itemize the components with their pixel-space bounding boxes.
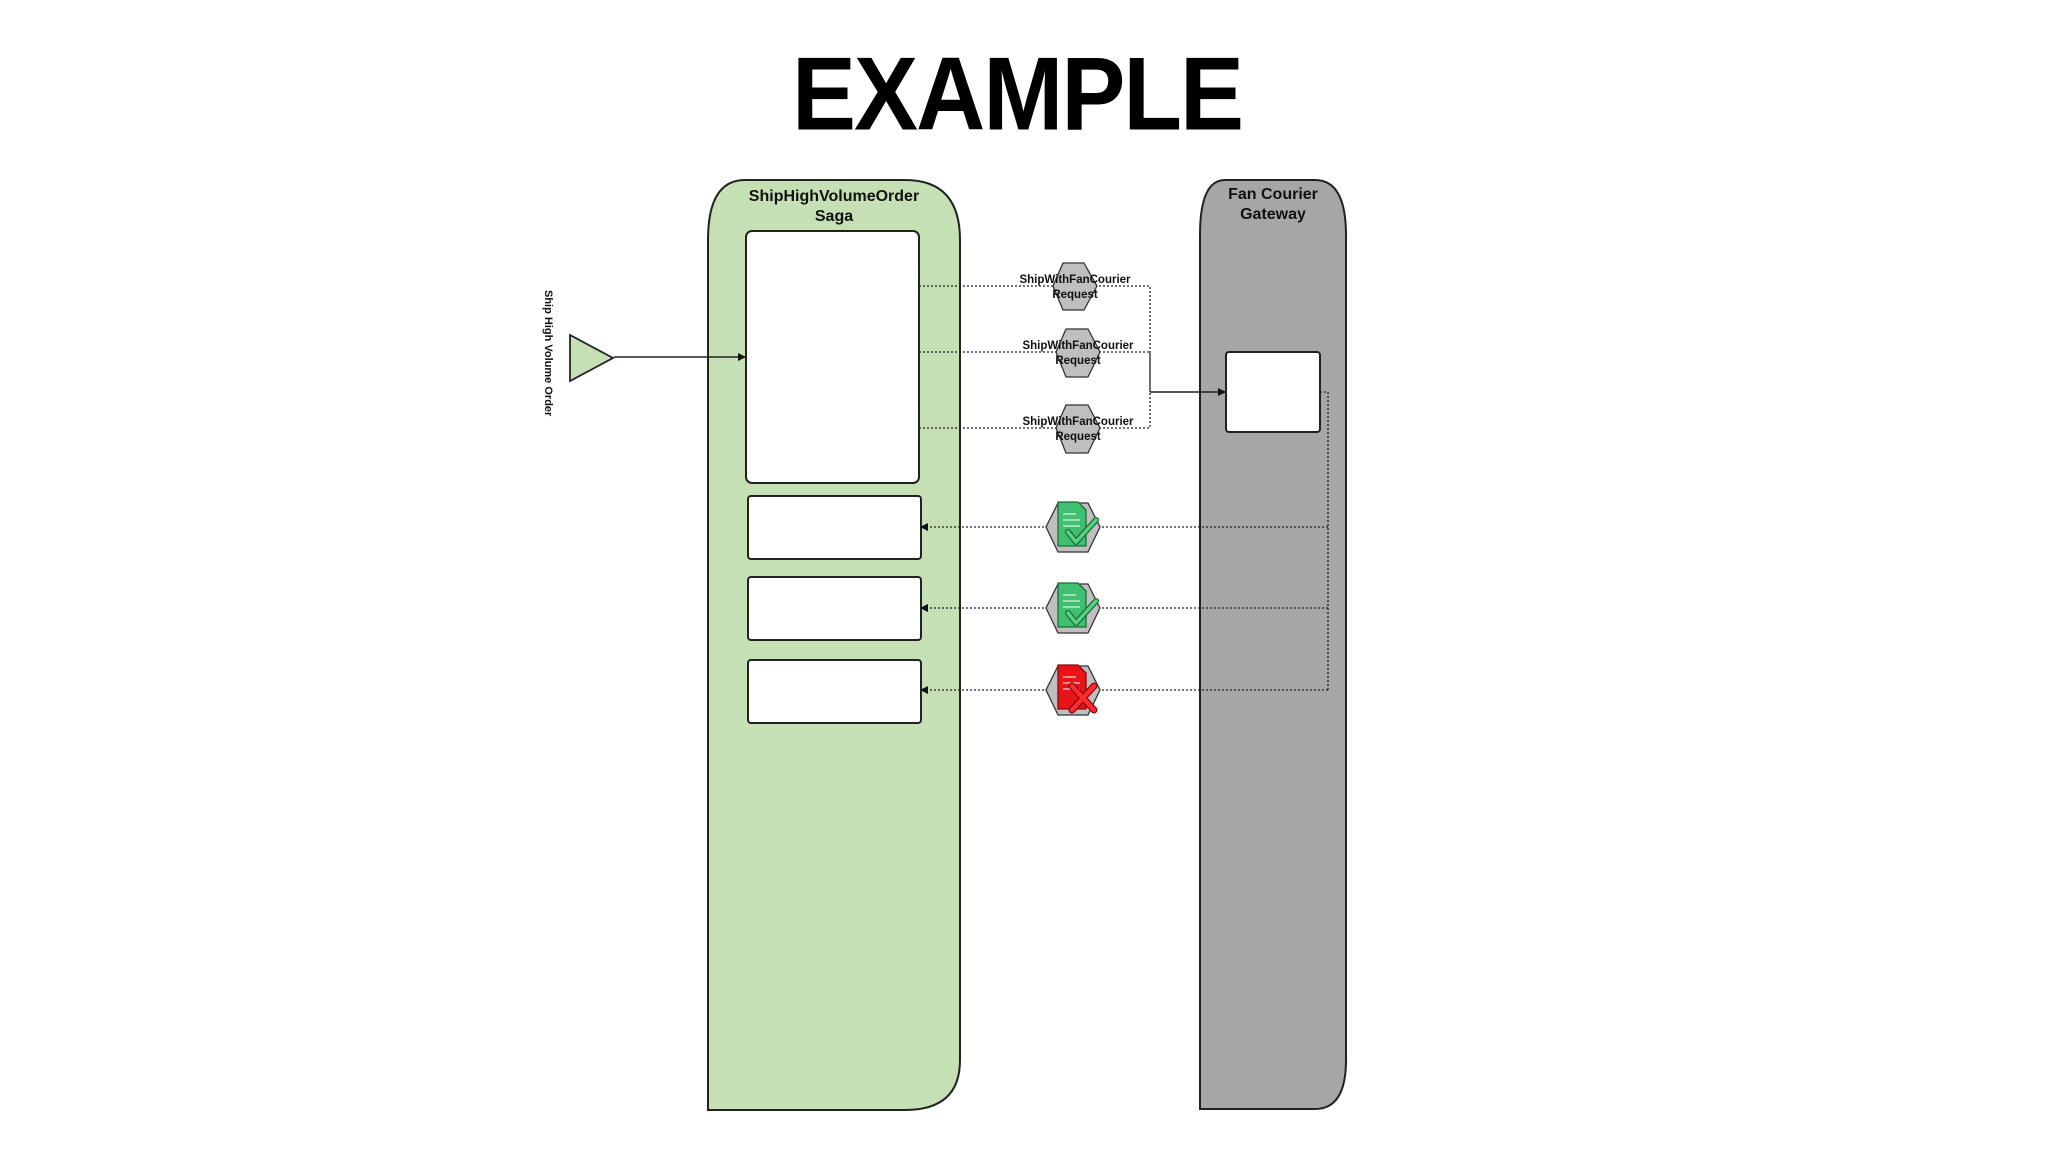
response-message-2[interactable] [1045, 582, 1101, 634]
request-label-line2: Request [1052, 289, 1098, 301]
request-connector-3 [919, 392, 1151, 429]
page-title: EXAMPLE [791, 36, 1244, 153]
document-check-icon [1057, 582, 1099, 628]
request-label-line1: ShipWithFanCourier [1022, 340, 1134, 352]
request-message-1[interactable]: ShipWithFanCourier Request [1019, 262, 1131, 311]
message-hexagon-icon [1052, 262, 1098, 311]
request-message-2[interactable]: ShipWithFanCourier Request [1022, 328, 1134, 378]
saga-lane-title-line1: ShipHighVolumeOrder [749, 188, 919, 205]
response-trunk [1320, 391, 1329, 690]
request-connectors [919, 285, 1151, 429]
gateway-lane: Fan Courier Gateway [1199, 179, 1347, 1110]
saga-handler-box-start[interactable] [745, 230, 920, 484]
trigger-label: Ship High Volume Order [542, 290, 554, 417]
response-message-1[interactable] [1045, 501, 1101, 553]
gateway-lane-title-line2: Gateway [1240, 206, 1306, 223]
request-label-line2: Request [1055, 431, 1101, 443]
saga-handler-box-response-3[interactable] [747, 659, 922, 724]
saga-lane: ShipHighVolumeOrder Saga [707, 179, 961, 1111]
request-label-line2: Request [1055, 355, 1101, 367]
request-connector-2 [919, 351, 1151, 392]
document-check-icon [1057, 501, 1099, 547]
response-message-3[interactable] [1045, 664, 1101, 716]
trigger-triangle-icon[interactable] [569, 333, 615, 383]
gateway-handler-box[interactable] [1225, 351, 1321, 433]
gateway-lane-title-line1: Fan Courier [1228, 186, 1318, 203]
response-connectors [920, 391, 1329, 694]
saga-handler-box-response-1[interactable] [747, 495, 922, 560]
message-hexagon-icon [1055, 404, 1101, 454]
message-hexagon-icon [1055, 328, 1101, 378]
trigger-event[interactable]: Ship High Volume Order [542, 290, 746, 417]
saga-lane-title-line2: Saga [815, 208, 853, 225]
request-message-3[interactable]: ShipWithFanCourier Request [1022, 404, 1134, 454]
saga-handler-box-response-2[interactable] [747, 576, 922, 641]
request-label-line1: ShipWithFanCourier [1019, 274, 1131, 286]
document-x-icon [1057, 664, 1098, 714]
request-label-line1: ShipWithFanCourier [1022, 416, 1134, 428]
request-connector-1 [919, 285, 1151, 392]
gateway-lane-shape [1199, 179, 1347, 1110]
